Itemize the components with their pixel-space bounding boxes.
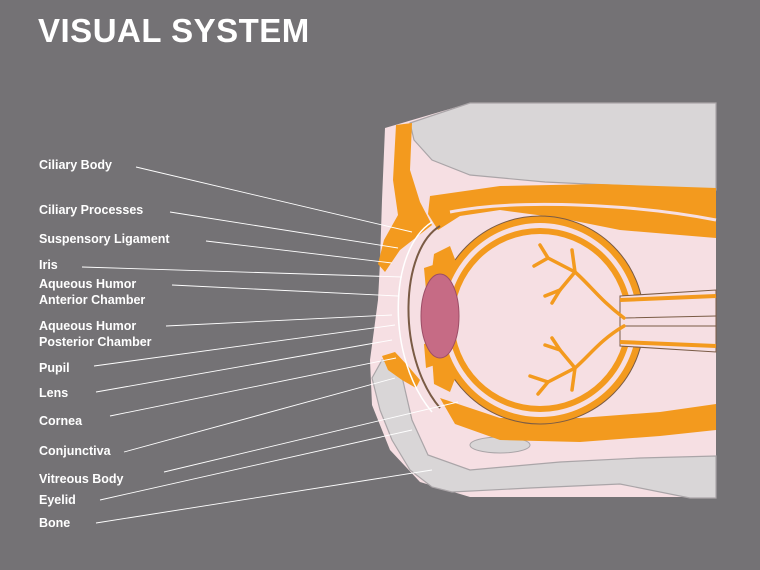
page-title: VISUAL SYSTEM xyxy=(38,12,310,49)
conjunctiva-membrane xyxy=(397,221,433,413)
leader-iris xyxy=(81,266,403,278)
leader-ciliary-processes xyxy=(169,211,399,249)
upper-bone xyxy=(409,102,717,191)
leader-ciliary-body xyxy=(135,166,413,233)
label-bone: Bone xyxy=(39,516,71,530)
label-ciliary-processes: Ciliary Processes xyxy=(39,203,144,217)
label-aqueous-humor-posterior-line1: Aqueous Humor xyxy=(39,319,137,333)
leader-pupil xyxy=(93,324,396,367)
cornea xyxy=(407,225,441,409)
upper-muscle-band xyxy=(428,184,716,238)
label-pupil: Pupil xyxy=(39,361,70,375)
leader-lines xyxy=(81,166,459,524)
leader-lens xyxy=(95,339,393,393)
leader-eyelid xyxy=(99,429,413,501)
label-eyelid: Eyelid xyxy=(39,493,76,507)
optic-nerve-center-lines xyxy=(623,315,717,327)
label-suspensory-ligament: Suspensory Ligament xyxy=(39,232,170,246)
lens xyxy=(420,273,460,359)
label-aqueous-humor-anterior-line1: Aqueous Humor xyxy=(39,277,137,291)
upper-muscle-inner-line xyxy=(449,202,717,222)
optic-nerve-sheath xyxy=(619,294,717,348)
label-lens: Lens xyxy=(39,386,69,400)
label-conjunctiva: Conjunctiva xyxy=(39,444,111,458)
label-aqueous-humor-anterior-line2: Anterior Chamber xyxy=(39,293,146,307)
retinal-vessels xyxy=(528,243,626,396)
label-cornea: Cornea xyxy=(39,414,83,428)
lower-muscle-band xyxy=(440,398,716,442)
leader-conjunctiva xyxy=(123,377,396,453)
label-iris: Iris xyxy=(39,258,58,272)
leader-bone xyxy=(95,469,433,524)
lower-eyelid xyxy=(382,352,420,388)
leader-aqueous-humor-anterior xyxy=(171,284,399,297)
lower-bone xyxy=(371,359,717,499)
ciliary-body-upper xyxy=(432,246,456,280)
label-ciliary-body: Ciliary Body xyxy=(39,158,112,172)
leader-cornea xyxy=(109,357,397,417)
leader-suspensory-ligament xyxy=(205,240,393,264)
vitreous-body xyxy=(454,234,626,406)
ciliary-body-lower xyxy=(432,352,456,392)
leader-vitreous-body xyxy=(163,401,459,473)
label-aqueous-humor-posterior-line2: Posterior Chamber xyxy=(39,335,152,349)
leader-aqueous-humor-posterior xyxy=(165,314,393,327)
label-vitreous-body: Vitreous Body xyxy=(39,472,124,486)
